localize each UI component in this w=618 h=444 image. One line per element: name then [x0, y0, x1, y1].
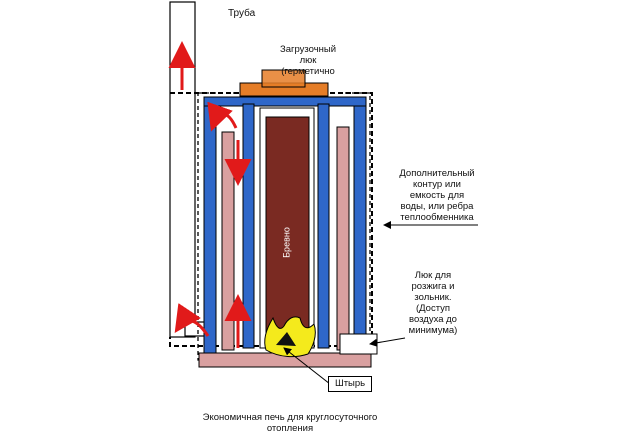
label-extra-circuit: Дополнительный контур или емкость для во… — [399, 168, 475, 223]
flow-arrow-bottom-out — [174, 303, 210, 337]
label-pin: Штырь — [328, 376, 373, 392]
log — [265, 116, 310, 345]
water-jacket-outer-left — [203, 99, 217, 359]
outer-casing-dashed — [169, 92, 373, 347]
loading-hatch-handle — [261, 69, 306, 88]
pin — [276, 332, 296, 346]
water-jacket-inner-left — [242, 103, 255, 349]
flow-arrow-top-left — [207, 101, 238, 132]
label-ignition-hatch: Люк для розжига и зольник. (Доступ возду… — [408, 270, 458, 336]
label-chimney: Труба — [228, 8, 256, 19]
leader-pin — [283, 347, 331, 385]
caption: Экономичная печь для круглосуточного ото… — [202, 412, 378, 434]
water-jacket-top — [203, 96, 367, 107]
heat-channel-right — [336, 126, 350, 351]
heat-channel-left — [221, 131, 235, 351]
label-log: Бревно — [281, 227, 292, 258]
leader-ignition-hatch — [369, 337, 406, 347]
water-jacket-inner-right — [317, 103, 330, 349]
label-loading-hatch: Загрузочный люк (герметично — [279, 44, 337, 77]
water-jacket-outer-right — [353, 99, 367, 359]
